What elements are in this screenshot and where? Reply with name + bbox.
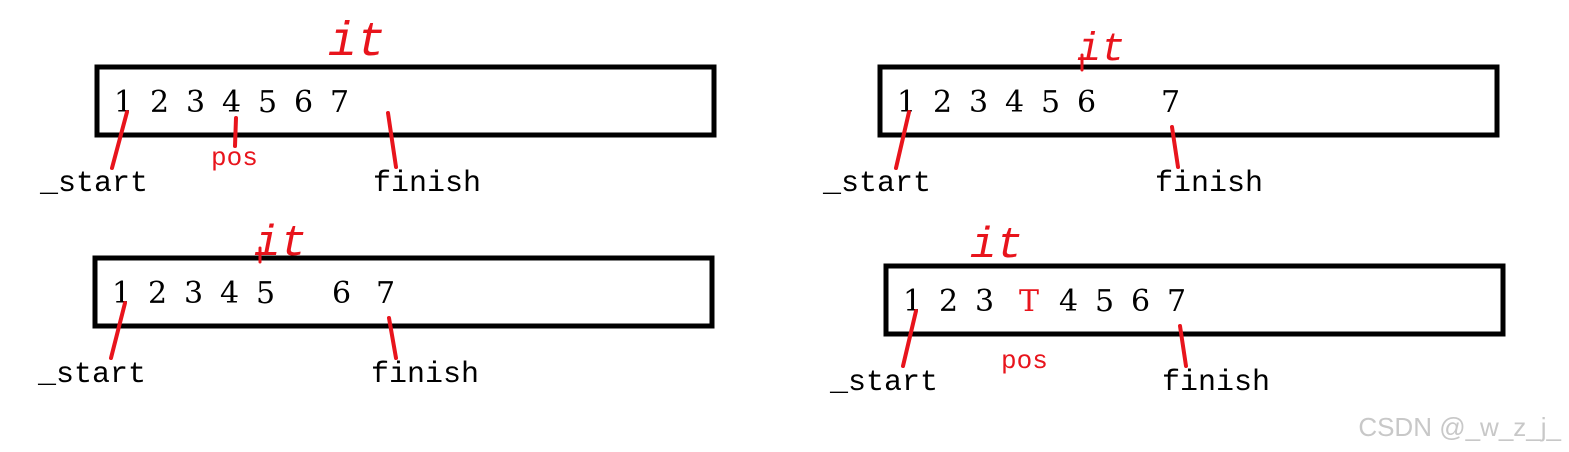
cell: 7 bbox=[376, 276, 395, 311]
cell: 7 bbox=[1161, 85, 1180, 120]
pos-pointer bbox=[233, 116, 238, 148]
start-label: _start bbox=[39, 167, 148, 201]
cell: 4 bbox=[220, 276, 239, 311]
finish-pointer bbox=[386, 111, 398, 169]
iterator-label: it bbox=[254, 219, 307, 269]
cell: 2 bbox=[150, 85, 169, 120]
cell: 5 bbox=[1041, 85, 1060, 120]
cell: 7 bbox=[1167, 284, 1186, 319]
cell: 3 bbox=[969, 85, 988, 120]
cell: 7 bbox=[330, 85, 349, 120]
finish-label: finish bbox=[371, 358, 479, 392]
cell: 6 bbox=[1131, 284, 1150, 319]
finish-pointer bbox=[1170, 125, 1180, 169]
iterator-label: it bbox=[1077, 28, 1125, 73]
pos-label: pos bbox=[211, 143, 258, 173]
cell: 3 bbox=[975, 284, 994, 319]
finish-label: finish bbox=[1155, 167, 1263, 201]
cell: 2 bbox=[939, 284, 958, 319]
cell: 6 bbox=[332, 276, 351, 311]
array-box bbox=[877, 64, 1500, 138]
panel-top-left: 1 2 3 4 5 6 7 it pos _start finish bbox=[39, 16, 717, 201]
start-label: _start bbox=[37, 358, 146, 392]
cell: 4 bbox=[1059, 284, 1078, 319]
start-pointer bbox=[110, 110, 129, 170]
finish-pointer bbox=[387, 316, 398, 360]
cell: 1 bbox=[114, 85, 133, 120]
start-label: _start bbox=[822, 167, 931, 201]
cell: 1 bbox=[897, 85, 916, 120]
cell: 2 bbox=[148, 276, 167, 311]
array-cells: 1 2 3 T 4 5 6 7 bbox=[903, 284, 1186, 319]
cell: 1 bbox=[903, 284, 922, 319]
panel-top-right: 1 2 3 4 5 6 7 it _start finish bbox=[822, 28, 1500, 201]
cell: 3 bbox=[186, 85, 205, 120]
watermark: CSDN @_w_z_j_ bbox=[1358, 412, 1561, 442]
cell: 1 bbox=[112, 276, 131, 311]
array-box bbox=[94, 64, 717, 138]
start-label: _start bbox=[829, 366, 938, 400]
panel-bottom-left: 1 2 3 4 5 6 7 it _start finish bbox=[37, 219, 715, 392]
cell: 6 bbox=[1077, 85, 1096, 120]
start-pointer bbox=[901, 309, 918, 368]
finish-label: finish bbox=[1162, 366, 1270, 400]
cell: 6 bbox=[294, 85, 313, 120]
pos-label: pos bbox=[1001, 346, 1048, 376]
iterator-label: it bbox=[328, 16, 386, 70]
cell: 5 bbox=[258, 85, 277, 120]
finish-pointer bbox=[1178, 324, 1188, 368]
panel-bottom-right: 1 2 3 T 4 5 6 7 it pos _start finish bbox=[829, 221, 1506, 400]
cell: 4 bbox=[222, 85, 241, 120]
cell: 3 bbox=[184, 276, 203, 311]
array-box bbox=[92, 255, 715, 329]
inserted-cell: T bbox=[1019, 284, 1039, 319]
cell: 4 bbox=[1005, 85, 1024, 120]
array-box bbox=[883, 263, 1506, 337]
array-cells: 1 2 3 4 5 6 7 bbox=[114, 85, 349, 120]
array-cells: 1 2 3 4 5 6 7 bbox=[112, 276, 395, 311]
cell: 5 bbox=[1095, 284, 1114, 319]
finish-label: finish bbox=[373, 167, 481, 201]
array-cells: 1 2 3 4 5 6 7 bbox=[897, 85, 1180, 120]
cell: 2 bbox=[933, 85, 952, 120]
start-pointer bbox=[109, 301, 127, 360]
cell: 5 bbox=[256, 276, 275, 311]
start-pointer bbox=[894, 110, 911, 170]
iterator-label: it bbox=[970, 221, 1023, 271]
